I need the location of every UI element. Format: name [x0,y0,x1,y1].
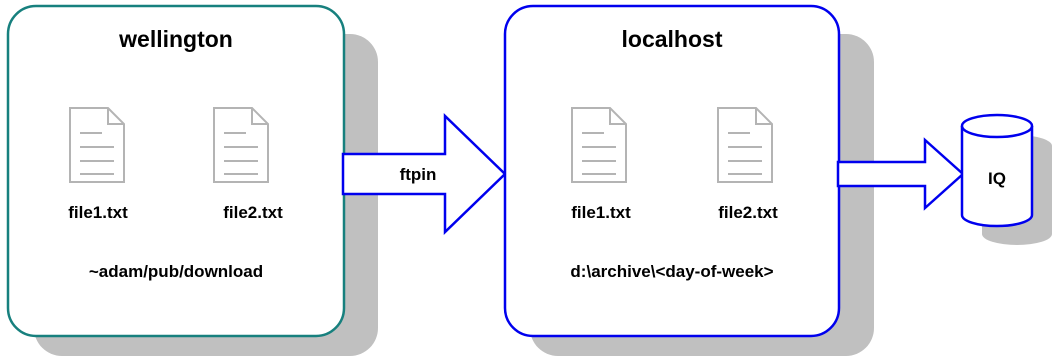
target-path-label: d:\archive\<day-of-week> [570,262,773,281]
source-host-frame [6,4,346,338]
file-icon [213,107,269,183]
target-host-box: localhost file1.txt file2.txt d:\archive… [503,4,874,356]
source-host-title: wellington [118,26,233,52]
iq-database-top [960,113,1034,139]
load-arrow-shape [836,137,965,211]
ftpin-arrow-shape [341,113,507,235]
file-icon [69,107,125,183]
target-file-2-label: file2.txt [718,203,778,222]
iq-database-body [960,126,1034,228]
iq-database: IQ [960,113,1052,245]
target-host-title: localhost [622,26,723,52]
source-path-label: ~adam/pub/download [89,262,263,281]
iq-database-label: IQ [988,169,1006,188]
target-host-frame [503,4,841,338]
file-icon [571,107,627,183]
ftpin-label: ftpin [400,165,437,184]
load-arrow [836,137,965,211]
source-host-box: wellington file1.txt file2.txt ~adam/pub… [6,4,378,356]
ftpin-arrow: ftpin [341,113,507,235]
source-file-1-label: file1.txt [68,203,128,222]
source-file-2-label: file2.txt [223,203,283,222]
file-icon [717,107,773,183]
target-file-1-label: file1.txt [571,203,631,222]
